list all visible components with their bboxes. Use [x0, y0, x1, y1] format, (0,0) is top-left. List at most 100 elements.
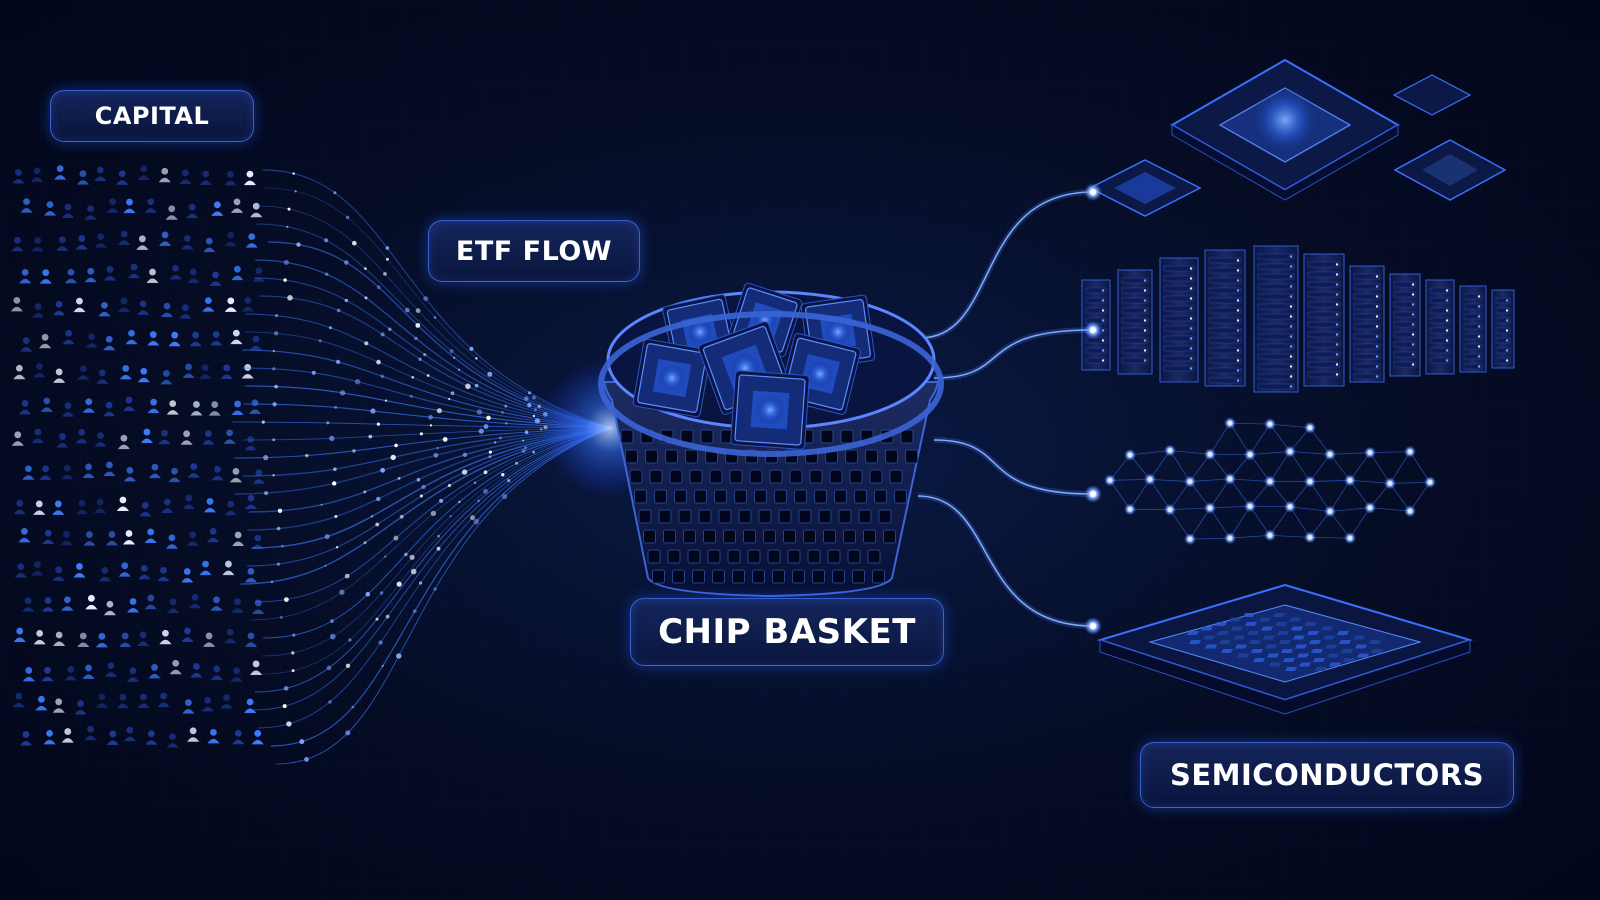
investor-icon — [106, 198, 119, 213]
investor-icon — [119, 365, 132, 380]
investor-icon — [35, 695, 48, 711]
investor-icon — [22, 465, 35, 480]
investor-icon — [64, 666, 77, 681]
investor-icon — [222, 560, 235, 576]
basket-outflow-lines — [917, 183, 1102, 635]
investor-icon — [139, 501, 152, 517]
investor-icon — [103, 461, 116, 477]
investor-icon — [244, 632, 257, 647]
investor-icon — [123, 466, 136, 482]
investor-crowd — [10, 165, 265, 748]
investor-icon — [224, 171, 237, 186]
investor-icon — [186, 531, 199, 546]
investor-icon — [75, 499, 88, 515]
microchip-icon — [1088, 159, 1202, 217]
investor-icon — [33, 363, 46, 378]
investor-icon — [220, 364, 233, 379]
investor-icon — [20, 337, 33, 352]
investor-icon — [181, 568, 194, 583]
basket-icon — [598, 282, 944, 598]
investor-icon — [39, 269, 52, 284]
server-rack-icon — [1389, 273, 1421, 377]
investor-icon — [56, 433, 69, 448]
investor-icon — [118, 297, 131, 312]
investor-icon — [224, 500, 237, 516]
server-rack-icon — [1303, 253, 1345, 387]
investor-icon — [179, 304, 192, 319]
investor-icon — [104, 266, 117, 281]
investor-icon — [19, 268, 32, 284]
investor-icon — [232, 729, 245, 745]
investor-icon — [64, 268, 77, 284]
investor-icon — [11, 236, 24, 252]
server-rack-icon — [1204, 249, 1246, 387]
investor-icon — [103, 600, 116, 616]
investor-icon — [84, 205, 97, 220]
basket-chips — [632, 282, 876, 450]
investor-icon — [85, 333, 98, 348]
server-rack-icon — [1491, 289, 1515, 369]
investor-icon — [73, 563, 86, 578]
investor-icon — [74, 700, 87, 715]
network-mesh-icon — [1104, 417, 1436, 546]
investor-icon — [252, 599, 265, 614]
investor-icon — [138, 564, 151, 580]
chip-cluster — [1088, 58, 1507, 217]
investor-icon — [207, 728, 220, 744]
investor-icon — [244, 494, 257, 510]
investor-icon — [43, 729, 56, 745]
investor-icon — [209, 271, 222, 286]
investor-icon — [53, 300, 66, 316]
investor-icon — [148, 664, 161, 679]
investor-icon — [42, 529, 55, 545]
investor-icon — [126, 667, 139, 682]
investor-icon — [13, 499, 26, 515]
investor-icon — [104, 662, 117, 677]
investor-icon — [140, 428, 153, 444]
investor-icon — [18, 527, 31, 543]
microchip-icon — [1393, 139, 1507, 201]
investor-icon — [125, 329, 138, 345]
investor-icon — [13, 364, 26, 380]
investor-icon — [179, 169, 192, 184]
investor-icon — [181, 234, 194, 250]
server-rack-icon — [1349, 265, 1385, 383]
investor-icon — [56, 236, 69, 251]
investor-icon — [53, 368, 66, 383]
investor-icon — [161, 498, 174, 514]
etf-flow-label: ETF FLOW — [428, 220, 640, 282]
capital-flow-lines — [231, 169, 613, 765]
investor-icon — [168, 467, 181, 483]
investor-icon — [123, 530, 136, 545]
investor-icon — [230, 667, 243, 682]
investor-icon — [230, 198, 243, 213]
investor-icon — [76, 170, 89, 185]
investor-icon — [32, 303, 45, 318]
investor-icon — [190, 663, 203, 678]
investor-icon — [82, 664, 95, 679]
investor-icon — [103, 335, 116, 351]
microchip-icon — [779, 333, 861, 415]
investor-icon — [146, 268, 159, 284]
investor-icon — [116, 170, 129, 185]
investor-icon — [250, 335, 263, 351]
investor-icon — [77, 365, 90, 380]
investor-icon — [180, 430, 193, 445]
investor-icon — [83, 531, 96, 546]
investor-icon — [53, 631, 66, 647]
investor-icon — [33, 629, 46, 645]
investor-icon — [203, 632, 216, 647]
microchip-icon — [632, 338, 712, 418]
investor-icon — [243, 170, 256, 186]
investor-icon — [84, 267, 97, 283]
investor-icon — [231, 400, 244, 416]
investor-icon — [13, 627, 26, 643]
investor-icon — [189, 593, 202, 609]
investor-icon — [182, 363, 195, 378]
investor-icon — [61, 203, 74, 219]
investor-icon — [202, 297, 215, 312]
investor-icon — [31, 561, 44, 576]
investor-icon — [42, 597, 55, 612]
investor-icon — [52, 500, 65, 515]
